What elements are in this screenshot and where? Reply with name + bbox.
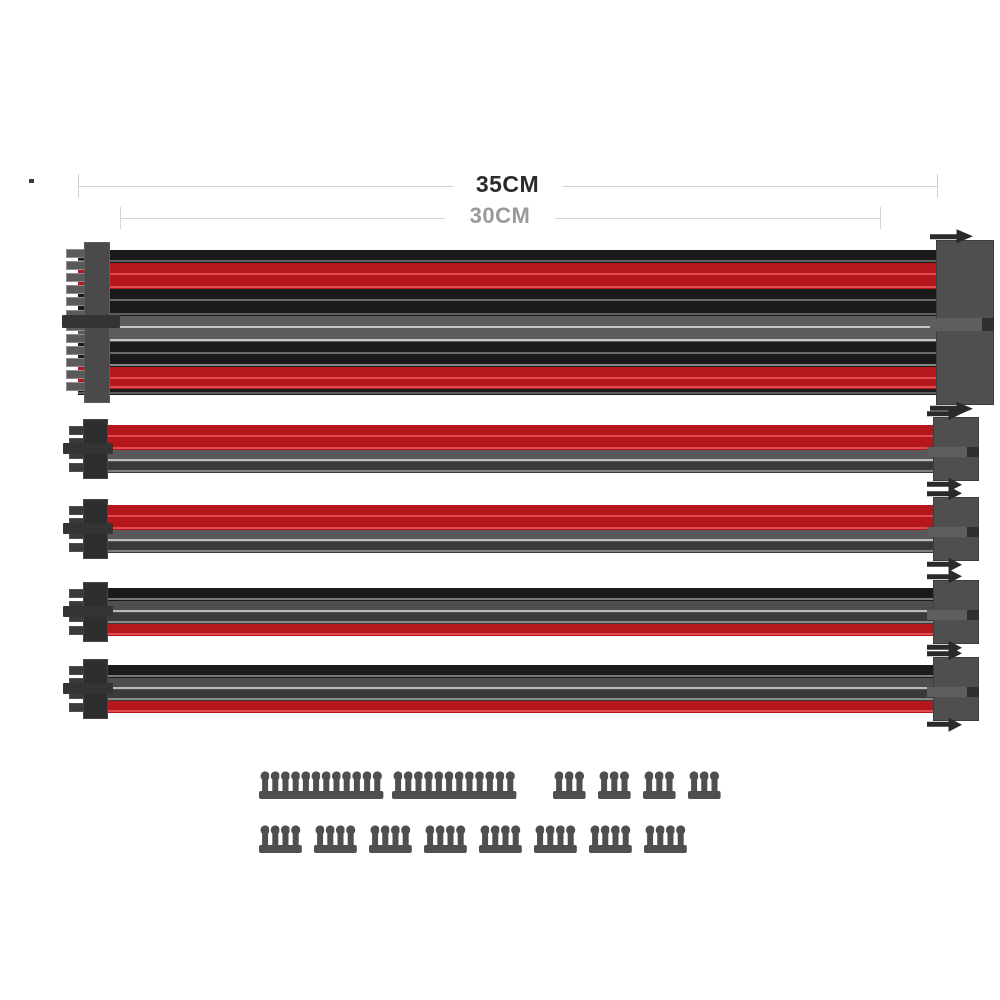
sleeve-band xyxy=(105,690,935,701)
sleeve-band xyxy=(78,263,938,276)
sleeve-band xyxy=(105,665,935,678)
sleeve-band xyxy=(105,450,935,462)
sleeve-band xyxy=(78,389,938,395)
cable-comb[interactable] xyxy=(368,824,413,854)
cable-comb[interactable] xyxy=(423,824,468,854)
sleeve-highlight xyxy=(105,550,935,552)
sleeve-highlight xyxy=(105,610,935,612)
connector-right-4[interactable] xyxy=(933,580,979,644)
sleeve-band xyxy=(78,316,938,329)
cable-comb[interactable] xyxy=(258,770,384,800)
sleeve-band xyxy=(105,425,935,438)
sleeve-highlight xyxy=(78,386,938,388)
sleeve-band xyxy=(78,289,938,302)
connector-24pin-left[interactable] xyxy=(84,242,110,403)
dimension-35cm-line-left xyxy=(78,186,453,187)
dimension-35cm-tick-end xyxy=(937,174,938,198)
sleeve-band xyxy=(105,624,935,636)
connector-right-5[interactable] xyxy=(933,657,979,721)
sleeve-highlight xyxy=(78,326,938,328)
sleeve-highlight xyxy=(105,621,935,623)
cable-comb[interactable] xyxy=(313,824,358,854)
cable-comb[interactable] xyxy=(391,770,517,800)
sleeve-highlight xyxy=(78,286,938,288)
dimension-35cm-tick-start xyxy=(78,174,79,198)
cable-comb[interactable] xyxy=(642,770,677,800)
sleeve-band xyxy=(78,250,938,263)
sleeve-band xyxy=(105,701,935,713)
dimension-30cm-label: 30CM xyxy=(469,203,531,228)
connector-8pin-left[interactable] xyxy=(83,582,108,642)
cable-sleeve-4 xyxy=(105,588,935,636)
dimension-35cm-line-right xyxy=(562,186,937,187)
sleeve-band xyxy=(105,462,935,473)
sleeve-band xyxy=(105,588,935,601)
cable-sleeve-5 xyxy=(105,665,935,713)
cable-comb[interactable] xyxy=(258,824,303,854)
sleeve-highlight xyxy=(105,470,935,472)
sleeve-highlight xyxy=(105,598,935,600)
cable-comb[interactable] xyxy=(478,824,523,854)
dimension-30cm-tick-end xyxy=(880,207,881,229)
cable-sleeve-1 xyxy=(78,250,938,395)
sleeve-band xyxy=(78,367,938,380)
sleeve-highlight xyxy=(78,273,938,275)
sleeve-highlight xyxy=(105,698,935,700)
sleeve-band xyxy=(105,601,935,613)
sleeve-band xyxy=(105,678,935,690)
sleeve-band xyxy=(78,342,938,355)
dimension-30cm-tick-start xyxy=(120,207,121,229)
sleeve-highlight xyxy=(105,447,935,449)
connector-8pin-left[interactable] xyxy=(83,659,108,719)
cable-comb[interactable] xyxy=(643,824,688,854)
connector-8pin-left[interactable] xyxy=(83,419,108,479)
sleeve-highlight xyxy=(105,675,935,677)
dimension-30cm-line-left xyxy=(120,218,445,219)
sleeve-band xyxy=(78,276,938,289)
sleeve-band xyxy=(105,438,935,450)
cable-comb[interactable] xyxy=(687,770,722,800)
sleeve-band xyxy=(105,530,935,542)
sleeve-highlight xyxy=(78,339,938,341)
sleeve-band xyxy=(105,505,935,518)
cable-sleeve-2 xyxy=(105,425,935,473)
connector-right-2[interactable] xyxy=(933,417,979,481)
cable-comb[interactable] xyxy=(533,824,578,854)
sleeve-band xyxy=(78,302,938,316)
sleeve-highlight xyxy=(105,633,935,635)
cable-sleeve-3 xyxy=(105,505,935,553)
sleeve-highlight xyxy=(78,260,938,262)
sleeve-highlight xyxy=(78,299,938,301)
sleeve-highlight xyxy=(105,539,935,541)
sleeve-band xyxy=(105,518,935,530)
sleeve-highlight xyxy=(105,527,935,529)
sleeve-band xyxy=(78,355,938,367)
sleeve-highlight xyxy=(78,313,938,315)
connector-right-3[interactable] xyxy=(933,497,979,561)
stray-speck xyxy=(29,179,34,183)
sleeve-highlight xyxy=(78,377,938,379)
sleeve-highlight xyxy=(105,687,935,689)
sleeve-highlight xyxy=(105,710,935,712)
sleeve-band xyxy=(78,329,938,342)
sleeve-band xyxy=(78,380,938,389)
sleeve-band xyxy=(105,613,935,624)
sleeve-highlight xyxy=(105,435,935,437)
sleeve-highlight xyxy=(78,352,938,354)
connector-8pin-left[interactable] xyxy=(83,499,108,559)
sleeve-highlight xyxy=(78,392,938,394)
sleeve-band xyxy=(105,542,935,553)
dimension-35cm-label: 35CM xyxy=(475,171,540,197)
sleeve-highlight xyxy=(78,364,938,366)
dimension-30cm-line-right xyxy=(555,218,880,219)
cable-comb[interactable] xyxy=(588,824,633,854)
sleeve-highlight xyxy=(105,459,935,461)
cable-comb[interactable] xyxy=(552,770,587,800)
connector-right-1[interactable] xyxy=(936,240,994,405)
sleeve-highlight xyxy=(105,515,935,517)
cable-comb[interactable] xyxy=(597,770,632,800)
